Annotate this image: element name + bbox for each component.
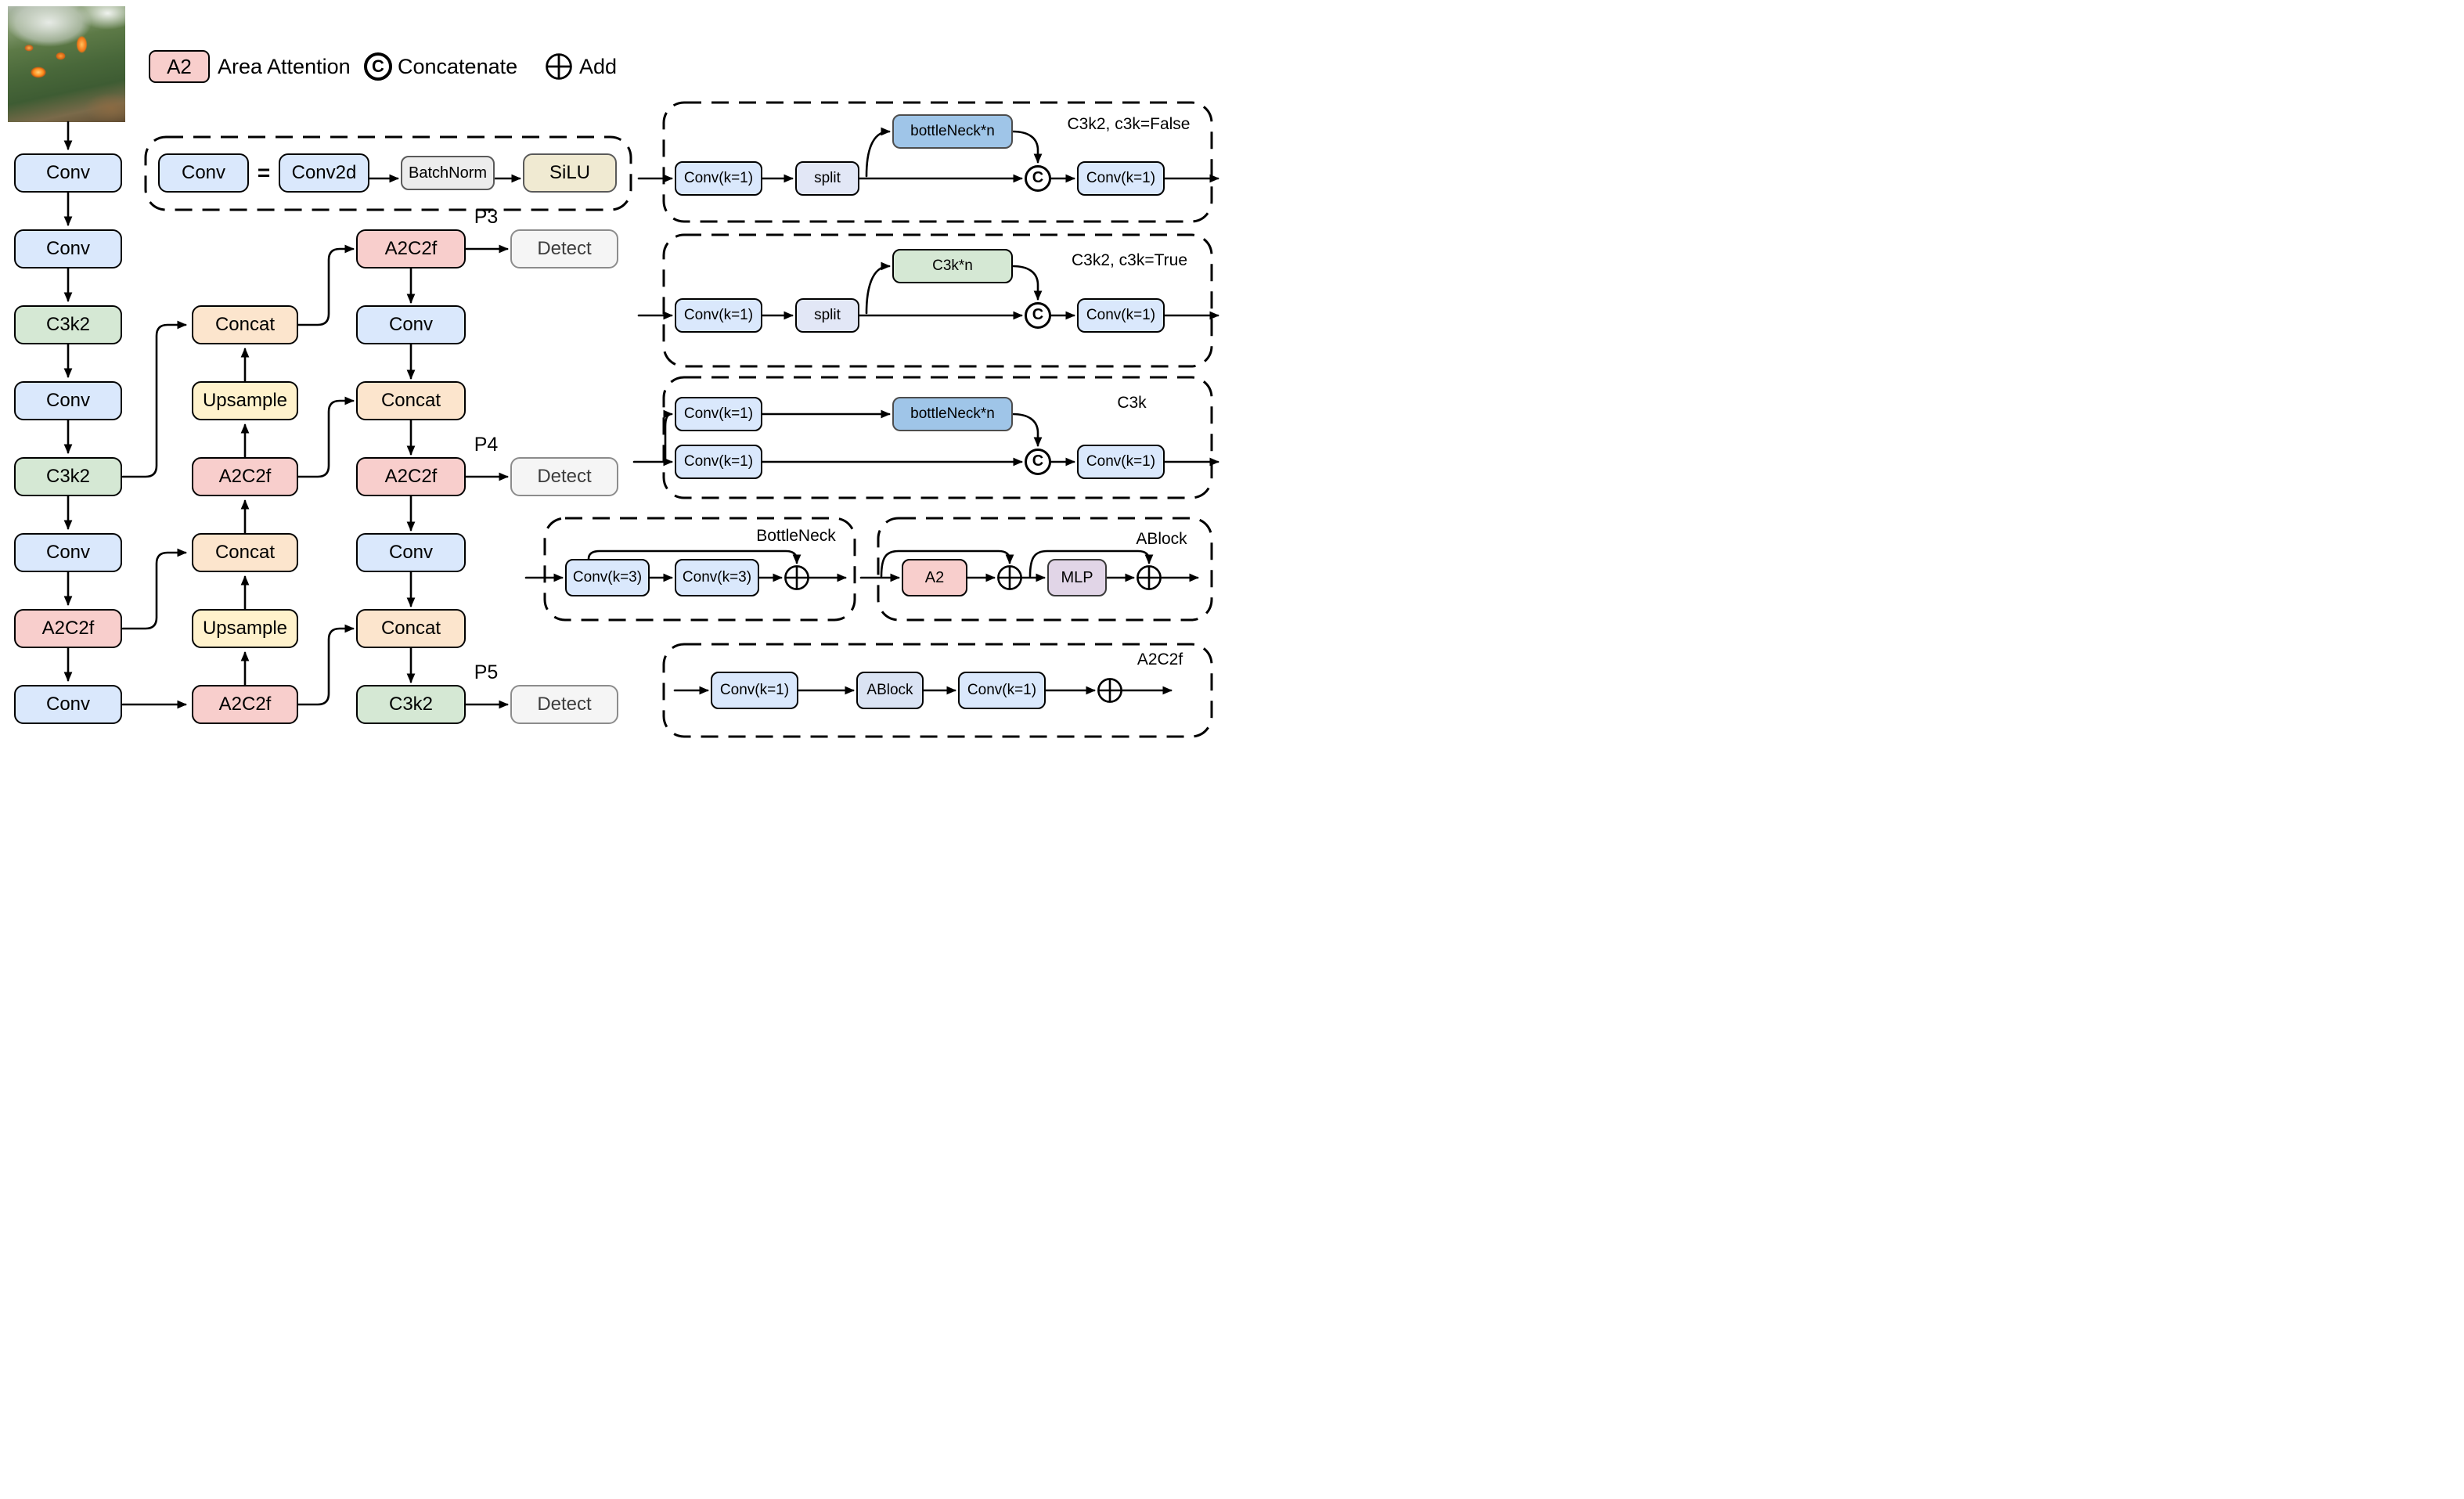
neck-concat-1: Concat (192, 305, 298, 344)
def-conv2d: Conv2d (279, 153, 369, 193)
head-c3k2-p5: C3k2 (356, 685, 466, 724)
panel-a2c2f-label: A2C2f (1137, 650, 1183, 668)
c3k2t-concat: C (1025, 302, 1051, 329)
add-icon (546, 53, 572, 80)
c3k2t-conv-in: Conv(k=1) (675, 298, 762, 333)
c3k2t-split: split (795, 298, 859, 333)
c3k-concat: C (1025, 449, 1051, 475)
neck-a2c2f-2: A2C2f (192, 685, 298, 724)
neck-a2c2f-1: A2C2f (192, 457, 298, 496)
c3k2f-conv-out: Conv(k=1) (1077, 161, 1165, 196)
add-icon (1097, 678, 1122, 703)
neck-upsample-1: Upsample (192, 381, 298, 420)
backbone-a2c2f: A2C2f (14, 609, 122, 648)
edge-45 (663, 409, 673, 461)
def-equals: = (257, 160, 271, 186)
detect-p5: Detect (510, 685, 618, 724)
add-icon (997, 565, 1022, 590)
panel-bottleneck-label: BottleNeck (756, 526, 836, 545)
panel-ablock-label: ABlock (1136, 529, 1187, 548)
backbone-conv-2: Conv (14, 229, 122, 268)
ablock-add-1 (997, 565, 1022, 590)
head-conv-2: Conv (356, 533, 466, 572)
panel-c3k-label: C3k (1117, 393, 1147, 412)
neck-upsample-2: Upsample (192, 609, 298, 648)
a2c2f-conv-in: Conv(k=1) (711, 672, 798, 709)
edge-34 (1011, 130, 1043, 164)
edge-26 (297, 396, 355, 478)
head-a2c2f-p3: A2C2f (356, 229, 466, 268)
c3k2f-concat: C (1025, 165, 1051, 192)
c3k-conv-out: Conv(k=1) (1077, 445, 1165, 479)
head-concat-2: Concat (356, 609, 466, 648)
architecture-figure: A2 Area Attention C Concatenate Add Conv… (0, 0, 1232, 750)
concatenate-icon: C (364, 52, 392, 81)
edge-22 (121, 320, 187, 478)
c3k-bottleneck: bottleNeck*n (892, 397, 1013, 431)
backbone-c3k2-1: C3k2 (14, 305, 122, 344)
head-a2c2f-p4: A2C2f (356, 457, 466, 496)
edge-48 (1011, 413, 1043, 447)
edge-23 (121, 548, 187, 630)
def-conv: Conv (158, 153, 249, 193)
ablock-add-2 (1137, 565, 1162, 590)
add-icon (1137, 565, 1162, 590)
a2c2f-conv-out: Conv(k=1) (958, 672, 1046, 709)
detect-p4: Detect (510, 457, 618, 496)
bottleneck-conv-1: Conv(k=3) (565, 559, 650, 596)
edge-27 (297, 624, 355, 706)
c3k-conv-bottom: Conv(k=1) (675, 445, 762, 479)
legend-add-label: Add (579, 55, 618, 78)
def-silu: SiLU (523, 153, 617, 193)
c3k2f-split: split (795, 161, 859, 196)
c3k2t-conv-out: Conv(k=1) (1077, 298, 1165, 333)
edge-40 (865, 261, 891, 315)
ablock-a2: A2 (902, 559, 967, 596)
p3-label: P3 (474, 205, 499, 228)
legend-concatenate-label: Concatenate (398, 55, 518, 78)
neck-concat-2: Concat (192, 533, 298, 572)
backbone-conv-5: Conv (14, 685, 122, 724)
head-concat-1: Concat (356, 381, 466, 420)
detect-p3: Detect (510, 229, 618, 268)
panel-c3k2-true-label: C3k2, c3k=True (1071, 250, 1188, 269)
backbone-c3k2-2: C3k2 (14, 457, 122, 496)
c3k2t-c3kn: C3k*n (892, 249, 1013, 283)
panel-c3k2-false-label: C3k2, c3k=False (1067, 114, 1191, 133)
a2c2f-add (1097, 678, 1122, 703)
p4-label: P4 (474, 433, 499, 456)
edge-25 (297, 244, 355, 326)
head-conv-1: Conv (356, 305, 466, 344)
bottleneck-conv-2: Conv(k=3) (675, 559, 759, 596)
edge-layer (63, 101, 1219, 738)
backbone-conv-1: Conv (14, 153, 122, 193)
legend-a2-chip: A2 (149, 50, 210, 83)
add-icon (784, 565, 809, 590)
a2c2f-ablock: ABlock (856, 672, 924, 709)
c3k-conv-top: Conv(k=1) (675, 397, 762, 431)
c3k2f-bottleneck: bottleNeck*n (892, 114, 1013, 149)
def-batchnorm: BatchNorm (401, 156, 495, 190)
edge-41 (1011, 265, 1043, 301)
backbone-conv-3: Conv (14, 381, 122, 420)
edge-33 (865, 127, 891, 178)
bottleneck-add (784, 565, 809, 590)
input-photo (8, 6, 125, 122)
ablock-mlp: MLP (1047, 559, 1107, 596)
c3k2f-conv-in: Conv(k=1) (675, 161, 762, 196)
p5-label: P5 (474, 661, 499, 683)
backbone-conv-4: Conv (14, 533, 122, 572)
legend-area-attention-label: Area Attention (218, 55, 351, 78)
